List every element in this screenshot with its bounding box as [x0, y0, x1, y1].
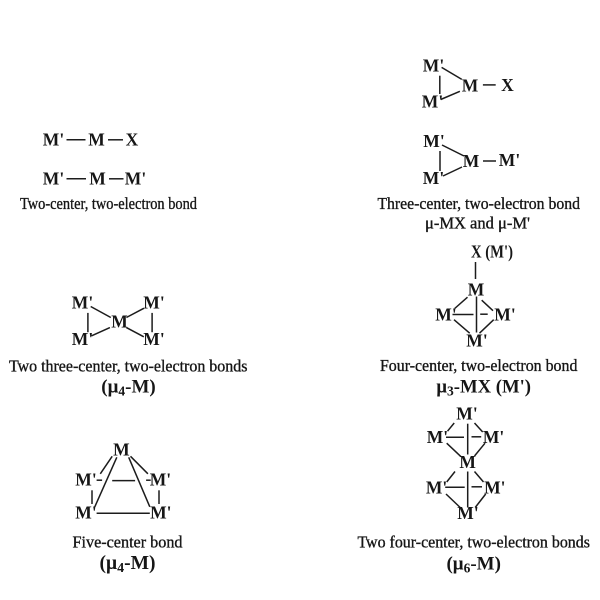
svg-text:M: M [459, 452, 476, 472]
svg-text:(μ4-M): (μ4-M) [101, 377, 155, 399]
svg-text:M': M' [427, 427, 448, 447]
svg-text:M': M' [483, 427, 504, 447]
svg-text:(μ4-M): (μ4-M) [100, 553, 156, 576]
svg-text:M: M [89, 168, 106, 188]
svg-text:M': M' [426, 478, 447, 498]
svg-text:M': M' [125, 168, 146, 188]
svg-text:M': M' [484, 478, 505, 498]
svg-text:M': M' [150, 470, 171, 490]
svg-text:M: M [113, 440, 130, 460]
svg-text:Five-center bond: Five-center bond [73, 533, 183, 552]
svg-text:M': M' [72, 293, 93, 313]
svg-text:M': M' [75, 470, 96, 490]
svg-text:M': M' [75, 503, 96, 523]
svg-text:M': M' [143, 293, 164, 313]
svg-text:M: M [463, 151, 480, 171]
svg-text:M': M' [150, 503, 171, 523]
svg-text:M': M' [423, 168, 444, 188]
svg-text:M': M' [466, 331, 487, 351]
svg-text:M': M' [457, 503, 478, 523]
svg-text:M': M' [43, 168, 64, 188]
svg-text:Four-center, two-electron bond: Four-center, two-electron bond [380, 356, 578, 375]
svg-text:Two three-center, two-electron: Two three-center, two-electron bonds [9, 357, 248, 376]
svg-text:Two-center, two-electron bond: Two-center, two-electron bond [20, 194, 197, 213]
svg-text:Two four-center, two-electron: Two four-center, two-electron bonds [357, 533, 590, 552]
svg-text:M': M' [423, 56, 444, 76]
svg-text:X: X [126, 130, 139, 150]
svg-text:μ3-MX (M'): μ3-MX (M') [436, 377, 531, 399]
svg-text:M': M' [423, 131, 444, 151]
svg-text:(μ6-M): (μ6-M) [446, 554, 500, 576]
svg-text:M': M' [435, 305, 456, 325]
svg-text:Three-center, two-electron bon: Three-center, two-electron bond [377, 194, 580, 213]
svg-text:μ-MX and μ-M': μ-MX and μ-M' [425, 214, 530, 233]
svg-text:M': M' [499, 150, 520, 170]
svg-text:M: M [468, 280, 485, 300]
svg-text:M: M [462, 76, 479, 96]
svg-text:M': M' [494, 305, 515, 325]
svg-text:X (M'): X (M') [471, 242, 513, 262]
svg-text:M: M [88, 130, 105, 150]
svg-text:M': M' [72, 329, 93, 349]
svg-text:M: M [111, 312, 128, 332]
svg-text:X: X [501, 75, 514, 95]
svg-text:M': M' [143, 329, 164, 349]
svg-text:M': M' [422, 92, 443, 112]
svg-text:M': M' [43, 130, 64, 150]
svg-text:M': M' [456, 404, 477, 424]
